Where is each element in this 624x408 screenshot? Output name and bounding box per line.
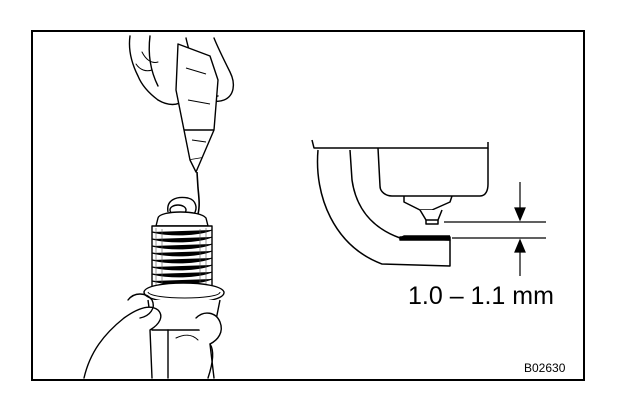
feeler-gauge-tool [175, 43, 219, 173]
figure-frame [31, 30, 585, 381]
gap-specification-label: 1.0 – 1.1 mm [408, 282, 554, 310]
gap-dimension [444, 182, 546, 276]
hand-holding-plug [83, 293, 222, 379]
figure-code-label: B02630 [524, 361, 566, 375]
electrode-section [311, 139, 489, 267]
spark-plug [143, 196, 225, 331]
